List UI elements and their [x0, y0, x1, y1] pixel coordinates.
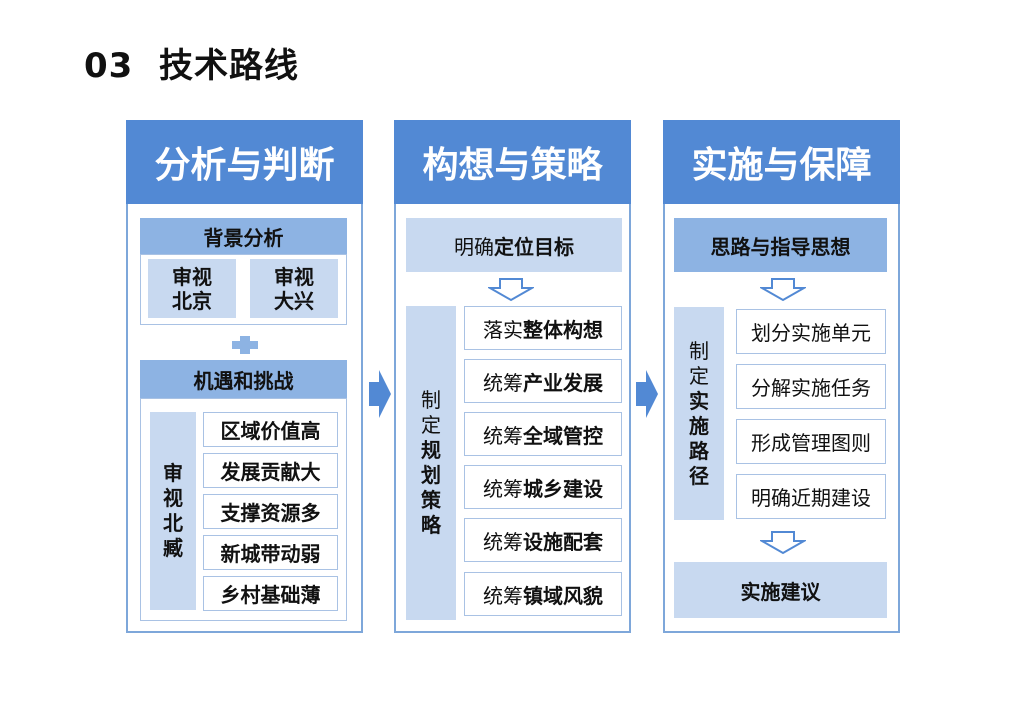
item-prefix: 统筹 [483, 583, 523, 608]
list-item: 统筹全域管控 [464, 412, 622, 456]
item-prefix: 统筹 [483, 370, 523, 395]
char: 北 [163, 511, 183, 535]
column-header-implementation: 实施与保障 [663, 120, 900, 204]
arrow-down-icon [488, 278, 534, 302]
column-header-analysis: 分析与判断 [126, 120, 363, 204]
list-item: 形成管理图则 [736, 419, 886, 464]
list-item: 统筹设施配套 [464, 518, 622, 562]
list-item: 统筹城乡建设 [464, 465, 622, 509]
arrow-right-icon [636, 370, 658, 418]
background-analysis-label: 背景分析 [140, 218, 347, 254]
arrow-down-icon [760, 278, 806, 302]
char: 视 [163, 486, 183, 510]
list-item: 落实整体构想 [464, 306, 622, 350]
char: 路 [689, 438, 709, 463]
char: 略 [421, 513, 441, 537]
item-prefix: 统筹 [483, 476, 523, 501]
column-header-strategy: 构想与策略 [394, 120, 631, 204]
char: 施 [689, 413, 709, 438]
plus-icon [232, 336, 258, 354]
char: 臧 [163, 536, 183, 560]
list-item: 划分实施单元 [736, 309, 886, 354]
list-item: 区域价值高 [203, 412, 338, 447]
item-prefix: 统筹 [483, 529, 523, 554]
list-item: 新城带动弱 [203, 535, 338, 570]
list-item: 统筹产业发展 [464, 359, 622, 403]
char: 制 [689, 338, 709, 363]
item-bold: 城乡建设 [523, 476, 603, 501]
page-title: 03 技术路线 [84, 46, 299, 86]
vertical-label-beizang: 审视北臧 [150, 412, 196, 610]
arrow-right-icon [369, 370, 391, 418]
char: 策 [421, 488, 441, 512]
suggestion-box: 实施建议 [674, 562, 887, 618]
item-bold: 整体构想 [523, 317, 603, 342]
item-prefix: 统筹 [483, 423, 523, 448]
item-bold: 设施配套 [523, 529, 603, 554]
target-prefix: 明确 [454, 234, 494, 259]
vertical-label-implementation-path: 制定 实施路径 [674, 307, 724, 520]
list-item: 统筹镇域风貌 [464, 572, 622, 616]
list-item: 明确近期建设 [736, 474, 886, 519]
bg-item-beijing: 审视 北京 [148, 259, 236, 318]
char: 实 [689, 388, 709, 413]
item-bold: 产业发展 [523, 370, 603, 395]
char: 规 [421, 438, 441, 462]
target-box: 明确定位目标 [406, 218, 622, 272]
item-bold: 镇域风貌 [523, 583, 603, 608]
vertical-label-plan-strategy: 制定 规划策略 [406, 306, 456, 620]
char: 定 [689, 363, 709, 388]
arrow-down-icon [760, 531, 806, 555]
char: 划 [421, 463, 441, 487]
opportunities-label: 机遇和挑战 [140, 360, 347, 398]
target-bold: 定位目标 [494, 234, 574, 259]
char: 径 [689, 463, 709, 488]
list-item: 发展贡献大 [203, 453, 338, 488]
char: 定 [421, 413, 441, 437]
list-item: 支撑资源多 [203, 494, 338, 529]
char: 制 [421, 388, 441, 412]
bg-item-daxing: 审视 大兴 [250, 259, 338, 318]
list-item: 乡村基础薄 [203, 576, 338, 611]
item-prefix: 落实 [483, 317, 523, 342]
item-bold: 全域管控 [523, 423, 603, 448]
char: 审 [163, 461, 183, 485]
guide-label: 思路与指导思想 [674, 218, 887, 272]
list-item: 分解实施任务 [736, 364, 886, 409]
